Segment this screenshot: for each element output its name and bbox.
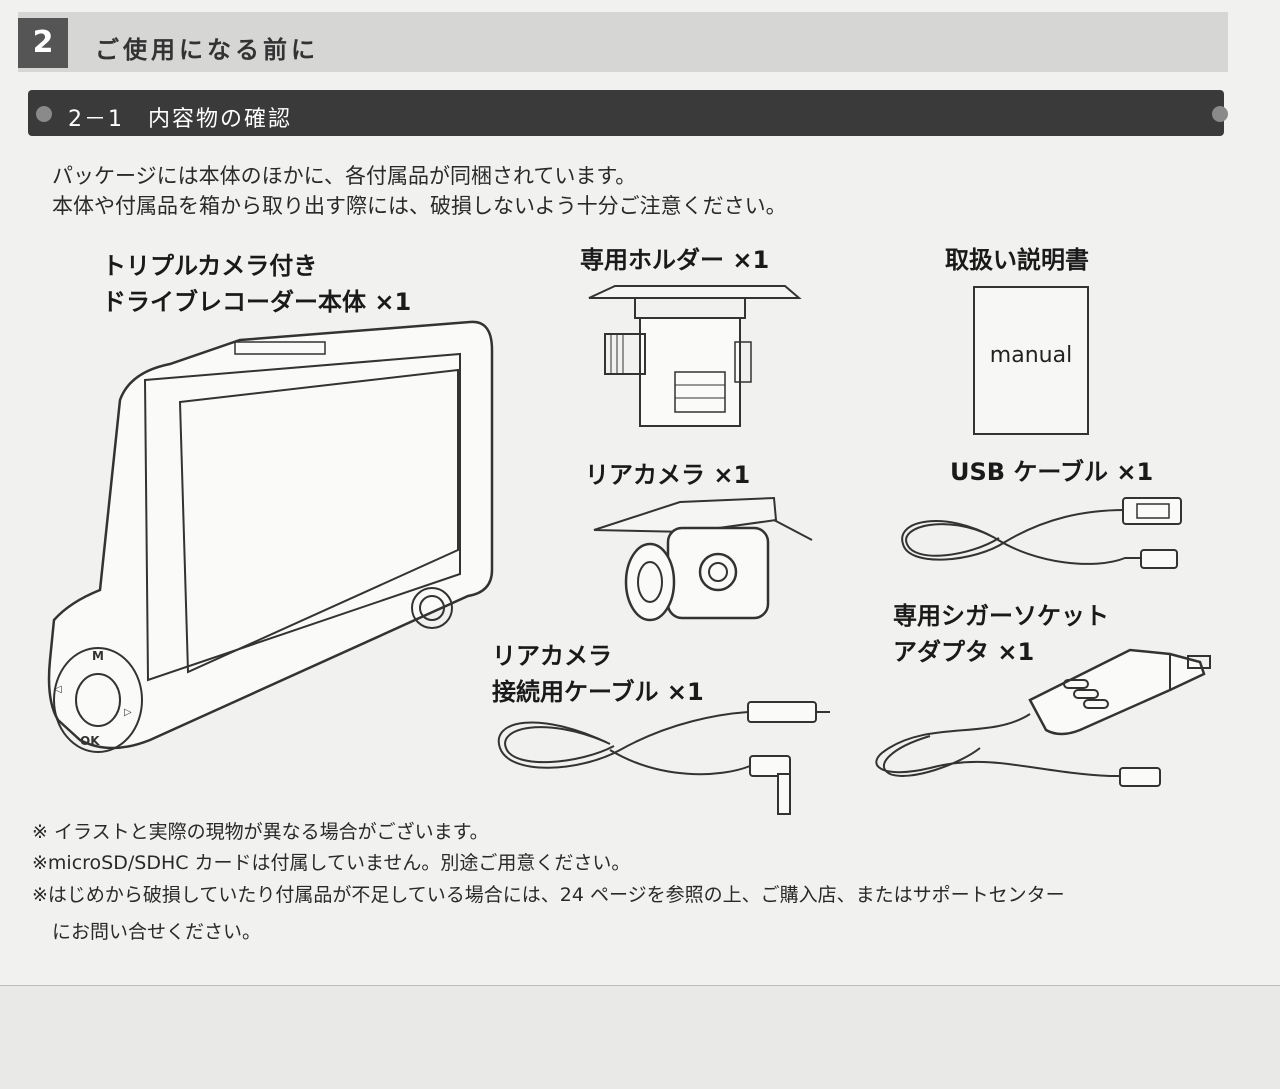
rear-cable-label-1: リアカメラ <box>492 642 612 670</box>
note-illustration-differs: ※ イラストと実際の現物が異なる場合がございます。 <box>32 821 489 843</box>
holder-illustration <box>588 285 802 427</box>
svg-text:▷: ▷ <box>124 707 132 718</box>
svg-text:◁: ◁ <box>54 684 62 695</box>
dashcam-illustration: ◁ ▷ M OK <box>47 320 494 753</box>
rear-camera-illustration <box>593 496 813 622</box>
intro-line-1: パッケージには本体のほかに、各付属品が同梱されています。 <box>52 164 637 188</box>
chapter-header-bar <box>18 12 1228 72</box>
note-microsd-not-included: ※microSD/SDHC カードは付属していません。別途ご用意ください。 <box>32 852 631 874</box>
cigar-adapter-label-1: 専用シガーソケット <box>893 602 1109 630</box>
chapter-number: 2 <box>18 18 68 68</box>
rear-cable-label-2: 接続用ケーブル ×1 <box>492 678 704 706</box>
page-edge <box>0 985 1280 1089</box>
section-title: 2－1 内容物の確認 <box>68 107 292 132</box>
device-ok-label: OK <box>80 734 100 748</box>
usb-cable-illustration <box>901 497 1182 569</box>
manual-label: 取扱い説明書 <box>945 246 1089 274</box>
cigar-adapter-illustration <box>875 648 1211 787</box>
section-header-bar <box>28 90 1224 136</box>
manual-box-text: manual <box>989 343 1073 368</box>
section-bullet-right <box>1212 106 1228 122</box>
chapter-title: ご使用になる前に <box>95 36 319 64</box>
cigar-adapter-label-2: アダプタ ×1 <box>893 638 1035 666</box>
holder-label: 専用ホルダー ×1 <box>580 246 770 274</box>
rear-camera-label: リアカメラ ×1 <box>585 461 751 489</box>
manual-illustration: manual <box>973 286 1089 435</box>
rear-cable-illustration <box>497 701 830 815</box>
device-menu-label: M <box>92 649 104 663</box>
note-damage-support-cont: にお問い合せください。 <box>52 921 262 943</box>
main-unit-label-2: ドライブレコーダー本体 ×1 <box>102 288 412 316</box>
section-bullet-left <box>36 106 52 122</box>
usb-cable-label: USB ケーブル ×1 <box>950 458 1154 486</box>
intro-line-2: 本体や付属品を箱から取り出す際には、破損しないよう十分ご注意ください。 <box>52 194 787 218</box>
main-unit-label-1: トリプルカメラ付き <box>102 252 318 280</box>
note-damage-support: ※はじめから破損していたり付属品が不足している場合には、24 ページを参照の上、… <box>32 884 1065 906</box>
